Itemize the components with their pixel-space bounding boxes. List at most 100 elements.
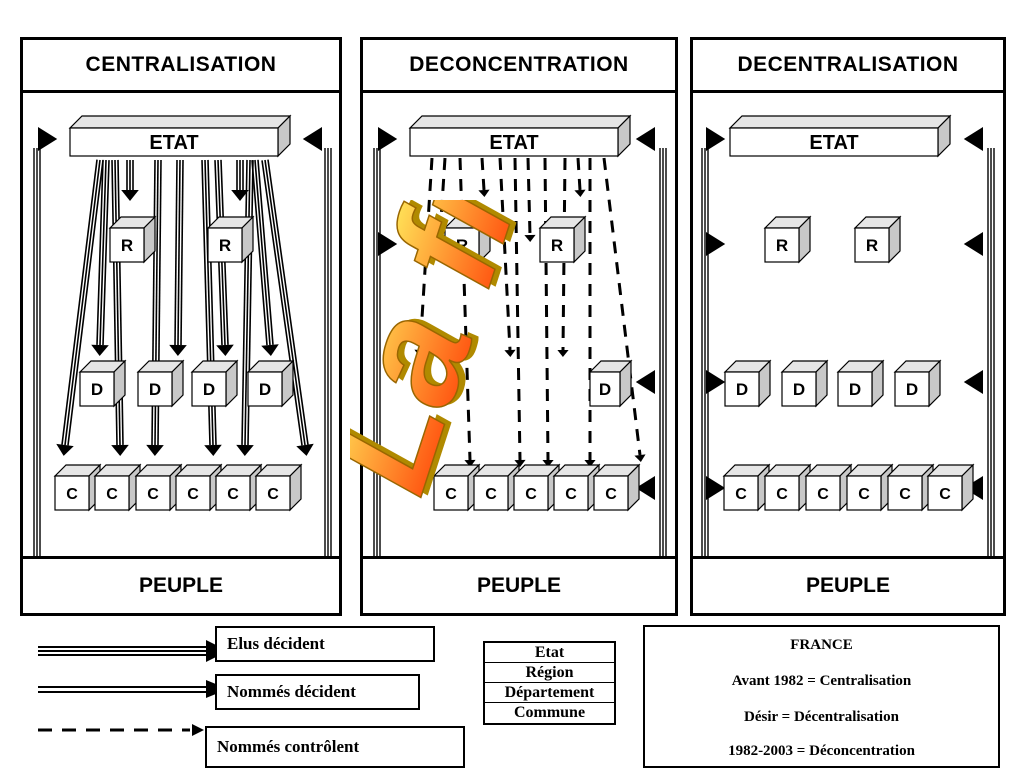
departement-box-decentralisation-2: D [836, 359, 885, 408]
departement-box-deconcentration-3-label: D [599, 380, 611, 399]
commune-box-deconcentration-3-label: C [565, 486, 577, 503]
commune-box-deconcentration-4-label: C [605, 486, 617, 503]
arrow-centralisation-7 [214, 159, 234, 356]
etat-box-deconcentration-label: ETAT [489, 132, 538, 154]
region-box-decentralisation-0-label: R [776, 236, 788, 255]
commune-box-decentralisation-0-label: C [735, 486, 747, 503]
etat-box-centralisation: ETAT [68, 114, 292, 158]
level-commune: Commune [513, 704, 586, 721]
rail-left-centralisation [33, 148, 41, 556]
commune-box-centralisation-4-label: C [227, 486, 239, 503]
arrow-centralisation-3 [121, 160, 139, 201]
arrow-centralisation-0 [56, 159, 104, 456]
title-deconcentration: DECONCENTRATION [360, 37, 678, 93]
commune-box-centralisation-4: C [214, 463, 263, 512]
etat-box-decentralisation: ETAT [728, 114, 952, 158]
rail-right-deconcentration [659, 148, 667, 556]
level-region: Région [485, 663, 614, 683]
commune-box-centralisation-2-label: C [147, 486, 159, 503]
region-box-deconcentration-1-label: R [551, 236, 563, 255]
departement-box-centralisation-0-label: D [91, 380, 103, 399]
levels-table: Etat Région Département Commune [483, 641, 616, 725]
arrow-in-left-decentralisation [706, 127, 726, 151]
watermark-text: La fiche [350, 200, 626, 510]
departement-box-centralisation-0: D [78, 359, 127, 408]
arrow-in-right-decentralisation [963, 127, 983, 151]
arrow-in-left-2-deconcentration [378, 232, 398, 256]
departement-box-decentralisation-1-label: D [793, 380, 805, 399]
france-line-3: 1982-2003 = Déconcentration [728, 743, 915, 759]
commune-box-centralisation-5-label: C [267, 486, 279, 503]
commune-box-decentralisation-2: C [804, 463, 853, 512]
commune-box-decentralisation-1-label: C [776, 486, 788, 503]
region-box-decentralisation-1-label: R [866, 236, 878, 255]
departement-box-centralisation-3-label: D [259, 380, 271, 399]
etat-box-deconcentration: ETAT [408, 114, 632, 158]
rail-right-centralisation [324, 148, 332, 556]
arrow-in-right-deconcentration [635, 127, 655, 151]
commune-box-centralisation-0-label: C [66, 486, 78, 503]
arrow-centralisation-5 [169, 159, 187, 356]
commune-box-centralisation-1-label: C [106, 486, 118, 503]
region-box-decentralisation-0: R [763, 215, 812, 264]
arrow-deconcentration-1 [434, 157, 447, 242]
commune-box-centralisation-0: C [53, 463, 102, 512]
arrow-deconcentration-0 [414, 157, 434, 357]
commune-box-decentralisation-3-label: C [858, 486, 870, 503]
region-box-centralisation-1: R [206, 215, 255, 264]
peuple-decentralisation: PEUPLE [690, 556, 1006, 616]
departement-box-centralisation-2-label: D [203, 380, 215, 399]
departement-box-decentralisation-1: D [780, 359, 829, 408]
arrow-in-right-2-decentralisation [963, 232, 983, 256]
commune-box-deconcentration-4: C [592, 463, 641, 512]
commune-box-decentralisation-5-label: C [939, 486, 951, 503]
rail-left-deconcentration [373, 148, 381, 556]
departement-box-centralisation-2: D [190, 359, 239, 408]
france-line-1: Avant 1982 = Centralisation [731, 673, 912, 689]
arrow-in-left-2-decentralisation [706, 232, 726, 256]
arrow-centralisation-1 [91, 159, 110, 356]
departement-box-centralisation-1: D [136, 359, 185, 408]
commune-box-decentralisation-4-label: C [899, 486, 911, 503]
departement-box-decentralisation-0: D [723, 359, 772, 408]
level-etat: Etat [485, 643, 614, 663]
departement-box-centralisation-3: D [246, 359, 295, 408]
region-box-deconcentration-0: R [443, 215, 492, 264]
arrow-centralisation-11 [236, 159, 254, 456]
arrow-in-left-4-decentralisation [706, 476, 726, 500]
peuple-centralisation: PEUPLE [20, 556, 342, 616]
etat-box-centralisation-label: ETAT [149, 132, 198, 154]
arrow-deconcentration-7 [542, 157, 554, 467]
arrow-deconcentration-9 [574, 157, 586, 197]
arrow-centralisation-4 [146, 159, 164, 456]
arrow-in-right-3-deconcentration [635, 476, 655, 500]
commune-box-decentralisation-1: C [763, 463, 812, 512]
arrow-in-right-3-decentralisation [963, 370, 983, 394]
arrow-in-right-centralisation [302, 127, 322, 151]
title-decentralisation: DECENTRALISATION [690, 37, 1006, 93]
commune-box-deconcentration-0-label: C [445, 486, 457, 503]
arrow-deconcentration-6 [524, 157, 536, 242]
departement-box-decentralisation-0-label: D [736, 380, 748, 399]
arrow-deconcentration-10 [584, 158, 596, 467]
arrow-deconcentration-2 [458, 157, 476, 467]
commune-box-centralisation-3-label: C [187, 486, 199, 503]
arrow-deconcentration-4 [498, 157, 516, 357]
arrow-centralisation-6 [201, 159, 222, 456]
france-box: FRANCE Avant 1982 = Centralisation Désir… [643, 625, 1000, 768]
departement-box-decentralisation-3: D [893, 359, 942, 408]
arrow-deconcentration-3 [478, 157, 490, 197]
france-line-2: Désir = Décentralisation [744, 709, 899, 725]
arrow-in-right-2-deconcentration [635, 370, 655, 394]
legend-elected: Elus décident [215, 626, 435, 662]
commune-box-decentralisation-3: C [845, 463, 894, 512]
arrow-deconcentration-11 [602, 157, 646, 462]
region-box-centralisation-1-label: R [219, 236, 231, 255]
arrow-centralisation-2 [111, 159, 129, 456]
arrow-centralisation-8 [231, 160, 249, 201]
departement-box-deconcentration-3: D [588, 359, 633, 408]
commune-box-centralisation-1: C [93, 463, 142, 512]
departement-box-decentralisation-2-label: D [849, 380, 861, 399]
